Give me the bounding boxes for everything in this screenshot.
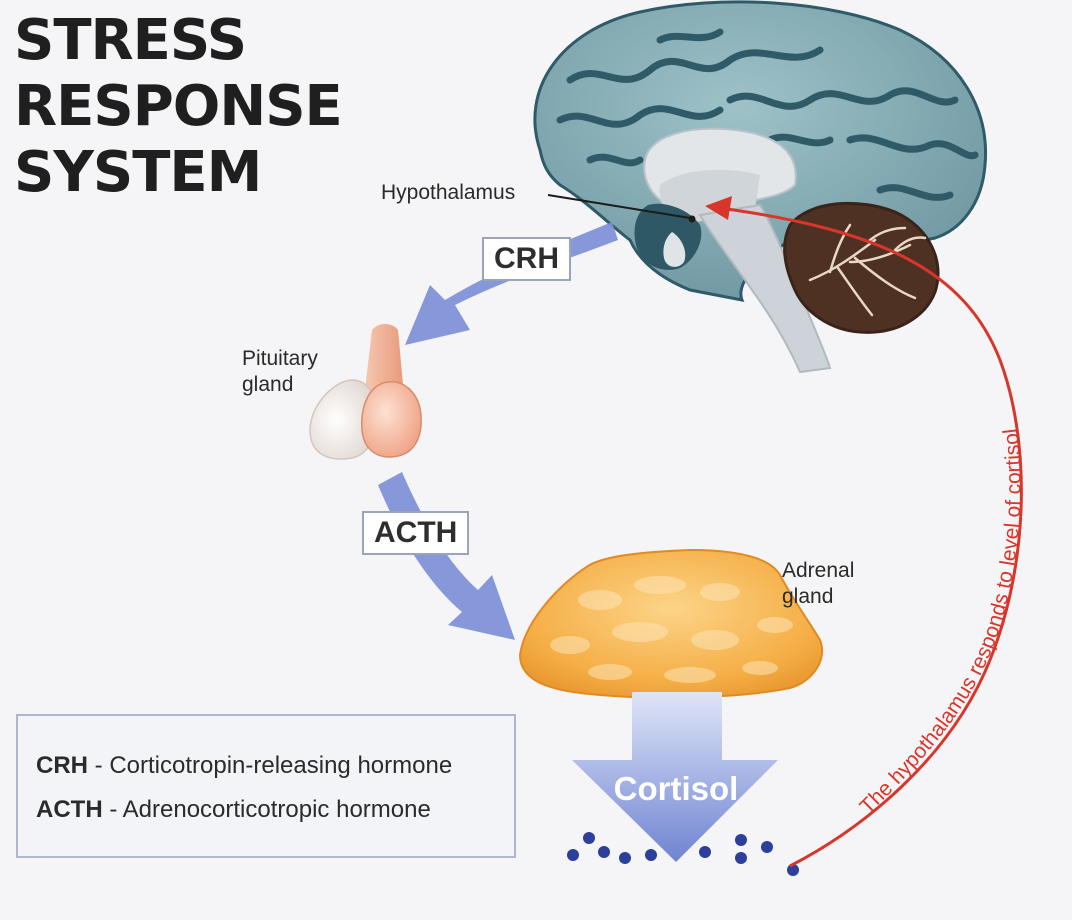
- acth-tag: ACTH: [362, 511, 470, 555]
- feedback-label-text: The hypothalamus responds to level of co…: [855, 427, 1025, 818]
- adrenal-label-line-2: gland: [782, 585, 834, 608]
- title-line-3: SYSTEM: [14, 140, 262, 205]
- adrenal-gland-label: Adrenal gland: [782, 558, 854, 610]
- legend-desc-acth: - Adrenocorticotropic hormone: [102, 796, 431, 823]
- cortisol-dot: [735, 834, 747, 846]
- cortisol-dot: [619, 852, 631, 864]
- adrenal-gland-illustration: [518, 548, 823, 699]
- cortisol-dot: [761, 841, 773, 853]
- title-line-2: RESPONSE: [14, 74, 343, 139]
- adrenal-texture: [550, 576, 793, 683]
- pituitary-stalk: [364, 324, 404, 398]
- hypothalamus-pointer-dot: [688, 215, 696, 223]
- pituitary-label-line-2: gland: [242, 373, 294, 396]
- legend-item-acth: ACTH - Adrenocorticotropic hormone: [36, 796, 431, 824]
- pituitary-posterior-lobe: [361, 381, 422, 458]
- legend-abbr-acth: ACTH: [36, 796, 103, 823]
- pituitary-label-line-1: Pituitary: [242, 347, 318, 370]
- adrenal-label-line-1: Adrenal: [782, 559, 855, 582]
- hypothalamus-pointer-line: [547, 194, 691, 219]
- diagram-title: STRESS RESPONSE SYSTEM: [14, 8, 343, 206]
- title-line-1: STRESS: [14, 8, 247, 73]
- pituitary-stalk-in-brain: [663, 232, 686, 267]
- cortisol-molecules: [567, 832, 799, 876]
- cortisol-arrow: [572, 692, 778, 862]
- legend-item-crh: CRH - Corticotropin-releasing hormone: [36, 752, 452, 780]
- cortisol-dot: [598, 846, 610, 858]
- abbreviation-legend: CRH - Corticotropin-releasing hormone AC…: [16, 714, 516, 858]
- cortisol-dot: [699, 846, 711, 858]
- legend-desc-crh: - Corticotropin-releasing hormone: [88, 752, 453, 779]
- cerebellum-arbor-vitae: [808, 223, 927, 317]
- cortisol-dot: [735, 852, 747, 864]
- cortisol-dot: [583, 832, 595, 844]
- cortisol-dot: [645, 849, 657, 861]
- hypothalamus-label: Hypothalamus: [381, 181, 516, 204]
- feedback-label: The hypothalamus responds to level of co…: [855, 427, 1025, 818]
- cortisol-dot: [787, 864, 799, 876]
- cortisol-dot: [567, 849, 579, 861]
- brain-illustration: [533, 0, 988, 374]
- feedback-arrowhead: [705, 196, 732, 220]
- pituitary-gland-label: Pituitary gland: [242, 346, 318, 398]
- acth-arrow: [378, 472, 515, 640]
- crh-tag: CRH: [482, 237, 571, 281]
- brain-gyri: [556, 28, 979, 201]
- pituitary-gland-illustration: [309, 324, 422, 460]
- feedback-arrow-path: [719, 206, 1023, 868]
- legend-abbr-crh: CRH: [36, 752, 88, 779]
- adrenal-gland-body: [518, 548, 823, 699]
- cerebellum: [783, 201, 940, 334]
- cortisol-label: Cortisol: [614, 770, 739, 807]
